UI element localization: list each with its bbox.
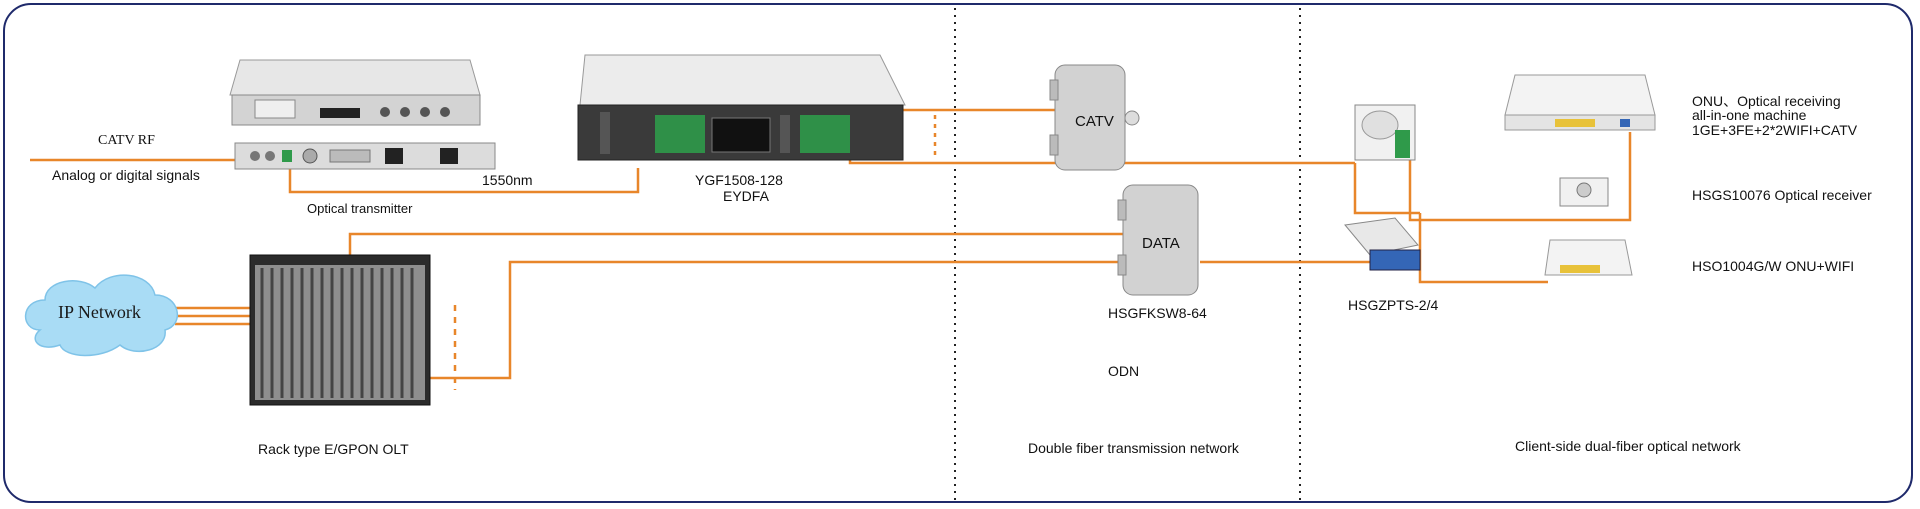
ip-network-label: IP Network [58, 302, 141, 322]
olt-label: Rack type E/GPON OLT [258, 441, 409, 457]
wavelength-label: 1550nm [482, 172, 533, 188]
data-box-label: DATA [1142, 235, 1180, 252]
splitter-model-label: HSGZPTS-2/4 [1348, 297, 1439, 313]
olt-to-data-lower-line [430, 260, 1123, 380]
optical-transmitter-label: Optical transmitter [307, 201, 413, 216]
data-box-device [1117, 184, 1199, 296]
catv-box-label: CATV [1075, 113, 1114, 130]
edfa-model-label: YGF1508-128 [695, 172, 783, 188]
ip-network-cloud [24, 274, 179, 357]
optical-receiver-label: HSGS10076 Optical receiver [1692, 187, 1872, 203]
onu-wifi-device [1544, 239, 1633, 276]
onu-line3-label: 1GE+3FE+2*2WIFI+CATV [1692, 122, 1858, 138]
splitter-box-top-device [1354, 104, 1416, 161]
onu-line1-label: ONU、Optical receiving [1692, 93, 1841, 109]
analog-digital-label: Analog or digital signals [52, 167, 200, 183]
odn-label: ODN [1108, 363, 1140, 379]
diagram-frame [3, 3, 1913, 503]
onu-line2-label: all-in-one machine [1692, 107, 1807, 123]
wifi-onu-link-line [1418, 213, 1548, 284]
optical-transmitter-device [229, 59, 496, 170]
optical-receiver-device [1559, 177, 1609, 207]
onu-wifi-label: HSO1004G/W ONU+WIFI [1692, 258, 1855, 274]
odn-model-label: HSGFKSW8-64 [1108, 305, 1207, 321]
edfa-device [577, 54, 906, 161]
double-fiber-label: Double fiber transmission network [1028, 440, 1239, 456]
catv-rf-label: CATV RF [98, 133, 155, 148]
catv-box-device [1049, 64, 1140, 171]
olt-to-data-upper-line [348, 232, 1123, 338]
transmitter-to-edfa-line [288, 168, 640, 194]
onu-link-line [1408, 132, 1632, 222]
onu-device [1504, 74, 1656, 131]
olt-rack-device [249, 254, 431, 406]
splitter-device [1344, 217, 1421, 271]
edfa-type-label: EYDFA [723, 188, 769, 204]
receiver-link-line [1353, 163, 1420, 215]
client-side-label: Client-side dual-fiber optical network [1515, 438, 1741, 454]
